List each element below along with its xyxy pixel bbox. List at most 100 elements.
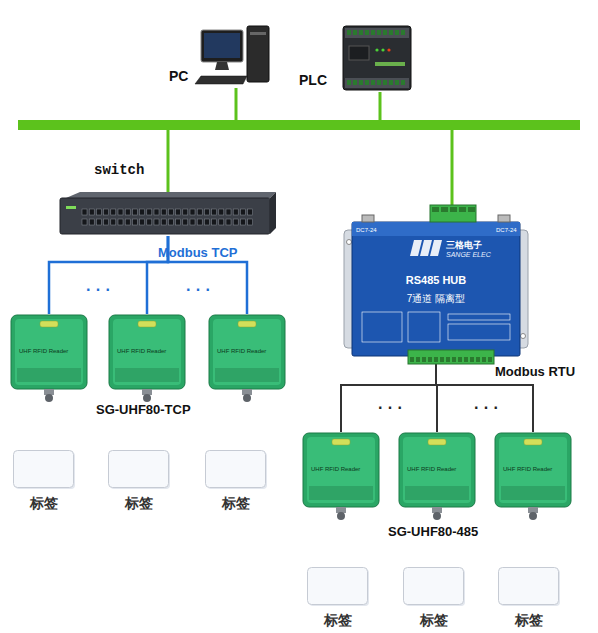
- plc-shape-part: [347, 30, 351, 35]
- reader-shape-part: [113, 319, 181, 385]
- hub-shape-part: [488, 357, 492, 362]
- node-text: switch: [94, 162, 144, 178]
- reader-node: UHF RFID Reader: [208, 314, 286, 390]
- hub-shape-part: [464, 357, 468, 362]
- pc-node: PC: [165, 24, 275, 92]
- diagram-label: DC7-24: [496, 227, 517, 233]
- sw-shape-part: [233, 209, 238, 215]
- sw-shape-part: [226, 219, 231, 225]
- sw-node: switch: [60, 192, 276, 236]
- node-text: RS485 HUB: [352, 274, 520, 286]
- hub-shape-part: [362, 215, 374, 222]
- reader-shape-part: [529, 512, 537, 520]
- reader-shape-part: [524, 439, 542, 445]
- reader-shape-part: [403, 437, 471, 503]
- plc-shape-part: [371, 30, 375, 35]
- plc-shape-part: [353, 80, 357, 85]
- node-text: 标签: [403, 612, 465, 630]
- sw-shape-part: [147, 209, 152, 215]
- diagram-label: DC7-24: [356, 227, 377, 233]
- sw-shape-part: [168, 209, 173, 215]
- hub-shape-part: [347, 240, 352, 245]
- node-text: UHF RFID Reader: [407, 466, 456, 472]
- node-text: 标签: [108, 495, 170, 513]
- tag-shape-part: [14, 451, 74, 488]
- plc-shape-part: [365, 80, 369, 85]
- tag-node: 标签: [403, 567, 465, 631]
- reader-shape-part: [238, 321, 256, 327]
- plc-shape-part: [343, 26, 411, 90]
- plc-shape-part: [381, 48, 384, 51]
- hub-node: 三格电子SANGE ELECRS485 HUB7通道 隔离型: [352, 222, 520, 356]
- hub-shape-part: [432, 207, 439, 212]
- plc-shape-part: [389, 80, 393, 85]
- plc-shape-part: [401, 30, 405, 35]
- diagram-label: · · ·: [186, 281, 211, 299]
- diagram-label: · · ·: [86, 281, 111, 299]
- sw-shape-part: [104, 219, 109, 225]
- reader-shape-part: [213, 319, 281, 385]
- hub-shape-part: [440, 357, 444, 362]
- node-text: UHF RFID Reader: [217, 348, 266, 354]
- reader-shape-part: [115, 368, 179, 382]
- node-text: 标签: [205, 495, 267, 513]
- node-text: 标签: [307, 612, 369, 630]
- hub-shape-part: [468, 207, 475, 212]
- hub-shape-part: [428, 357, 432, 362]
- reader-shape-part: [215, 368, 279, 382]
- plc-shape-part: [345, 28, 409, 38]
- sw-shape-part: [212, 209, 217, 215]
- reader-shape-part: [307, 437, 375, 503]
- reader-node: UHF RFID Reader: [108, 314, 186, 390]
- tag-shape-part: [308, 568, 368, 605]
- sw-shape-part: [183, 209, 188, 215]
- reader-shape-part: [501, 486, 565, 500]
- hub-shape-part: [452, 357, 456, 362]
- sw-shape-part: [125, 219, 130, 225]
- sw-shape-part: [204, 219, 209, 225]
- node-text: 标签: [13, 495, 75, 513]
- hub-shape-part: [458, 357, 462, 362]
- bus-bar: [18, 120, 580, 130]
- node-text: UHF RFID Reader: [117, 348, 166, 354]
- plc-shape-part: [383, 30, 387, 35]
- diagram-label: · · ·: [378, 399, 403, 417]
- plc-shape-part: [375, 62, 405, 66]
- hub-shape-part: [459, 207, 466, 212]
- sw-shape-part: [125, 209, 130, 215]
- reader-node: UHF RFID Reader: [10, 314, 88, 390]
- reader-shape-part: [499, 437, 567, 503]
- plc-shape-part: [389, 30, 393, 35]
- node-text: UHF RFID Reader: [19, 348, 68, 354]
- sw-shape-part: [111, 209, 116, 215]
- sw-shape-part: [66, 192, 276, 198]
- sw-shape-part: [66, 206, 76, 209]
- sw-shape-part: [248, 209, 253, 215]
- diagram-label: SG-UHF80-TCP: [96, 402, 191, 417]
- plc-shape-part: [383, 80, 387, 85]
- plc-shape-part: [377, 30, 381, 35]
- plc-shape-part: [353, 30, 357, 35]
- tag-node: 标签: [13, 450, 75, 514]
- reader-node: UHF RFID Reader: [302, 432, 380, 508]
- hub-shape-part: [410, 357, 414, 362]
- sw-shape-part: [168, 219, 173, 225]
- sw-shape-part: [60, 198, 270, 234]
- reader-shape-part: [337, 512, 345, 520]
- hub-shape: [352, 222, 520, 356]
- plc-shape-part: [387, 48, 390, 51]
- reader-shape-part: [405, 486, 469, 500]
- reader-shape-part: [399, 433, 475, 507]
- plc-shape-part: [359, 80, 363, 85]
- tag-shape-part: [206, 451, 266, 488]
- hub-shape-part: [408, 312, 440, 342]
- diagram-label: Modbus RTU: [495, 364, 575, 379]
- reader-shape-part: [109, 315, 185, 389]
- sw-shape-part: [212, 219, 217, 225]
- node-text: UHF RFID Reader: [311, 466, 360, 472]
- tag-node: 标签: [498, 567, 560, 631]
- sw-shape-part: [197, 219, 202, 225]
- network-cable: [341, 356, 436, 432]
- tag-node: 标签: [307, 567, 369, 631]
